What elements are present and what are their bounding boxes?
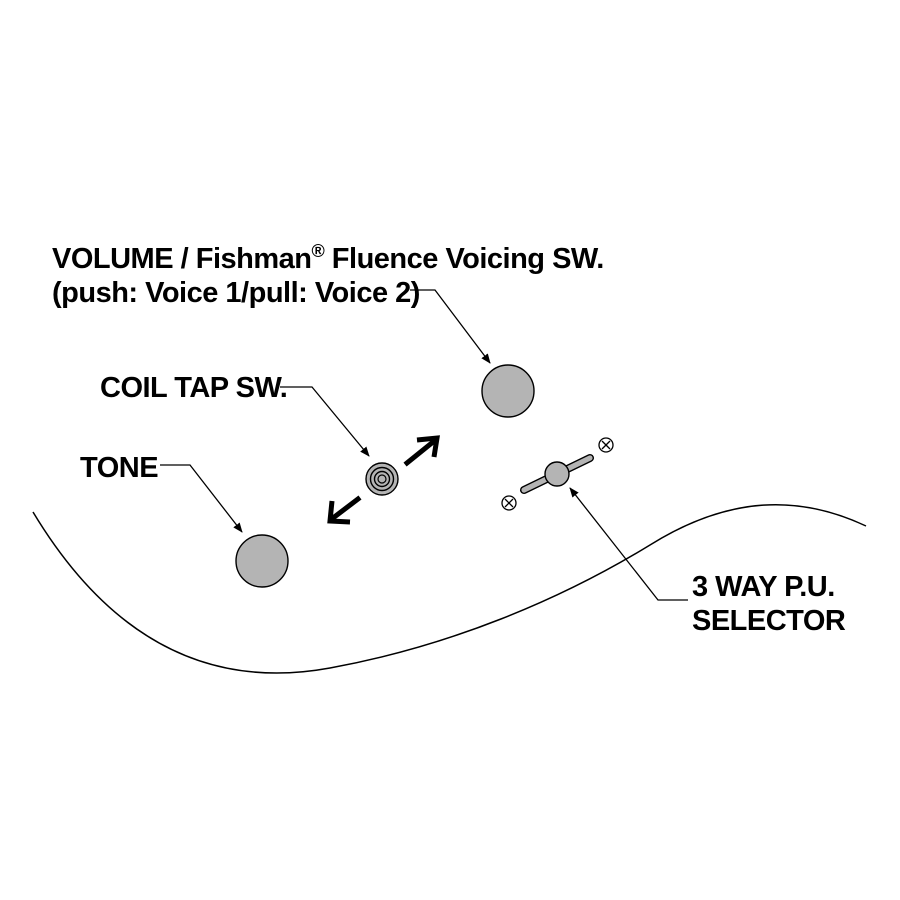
volume-leader-line — [410, 289, 491, 364]
tone-label: TONE — [80, 452, 158, 484]
volume-knob[interactable] — [481, 364, 535, 418]
selector-label-line2: SELECTOR — [692, 605, 846, 637]
coil-tap-label: COIL TAP SW. — [100, 372, 287, 404]
pickup-selector-switch[interactable] — [520, 454, 594, 494]
selector-label-line1: 3 WAY P.U. — [692, 571, 835, 603]
tone-knob[interactable] — [235, 534, 289, 588]
volume-label-line2: (push: Voice 1/pull: Voice 2) — [52, 277, 420, 309]
tone-leader-line — [160, 464, 243, 533]
coil-tap-leader-line — [280, 386, 370, 457]
body-outline-curve — [32, 503, 867, 674]
volume-label-line1: VOLUME / Fishman® Fluence Voicing SW. — [52, 241, 604, 275]
double-arrow-icon — [327, 435, 440, 525]
cross-screw-icon — [598, 437, 614, 453]
cross-screw-icon — [501, 495, 517, 511]
coil-tap-switch[interactable] — [365, 462, 399, 496]
selector-leader-line — [569, 487, 688, 601]
